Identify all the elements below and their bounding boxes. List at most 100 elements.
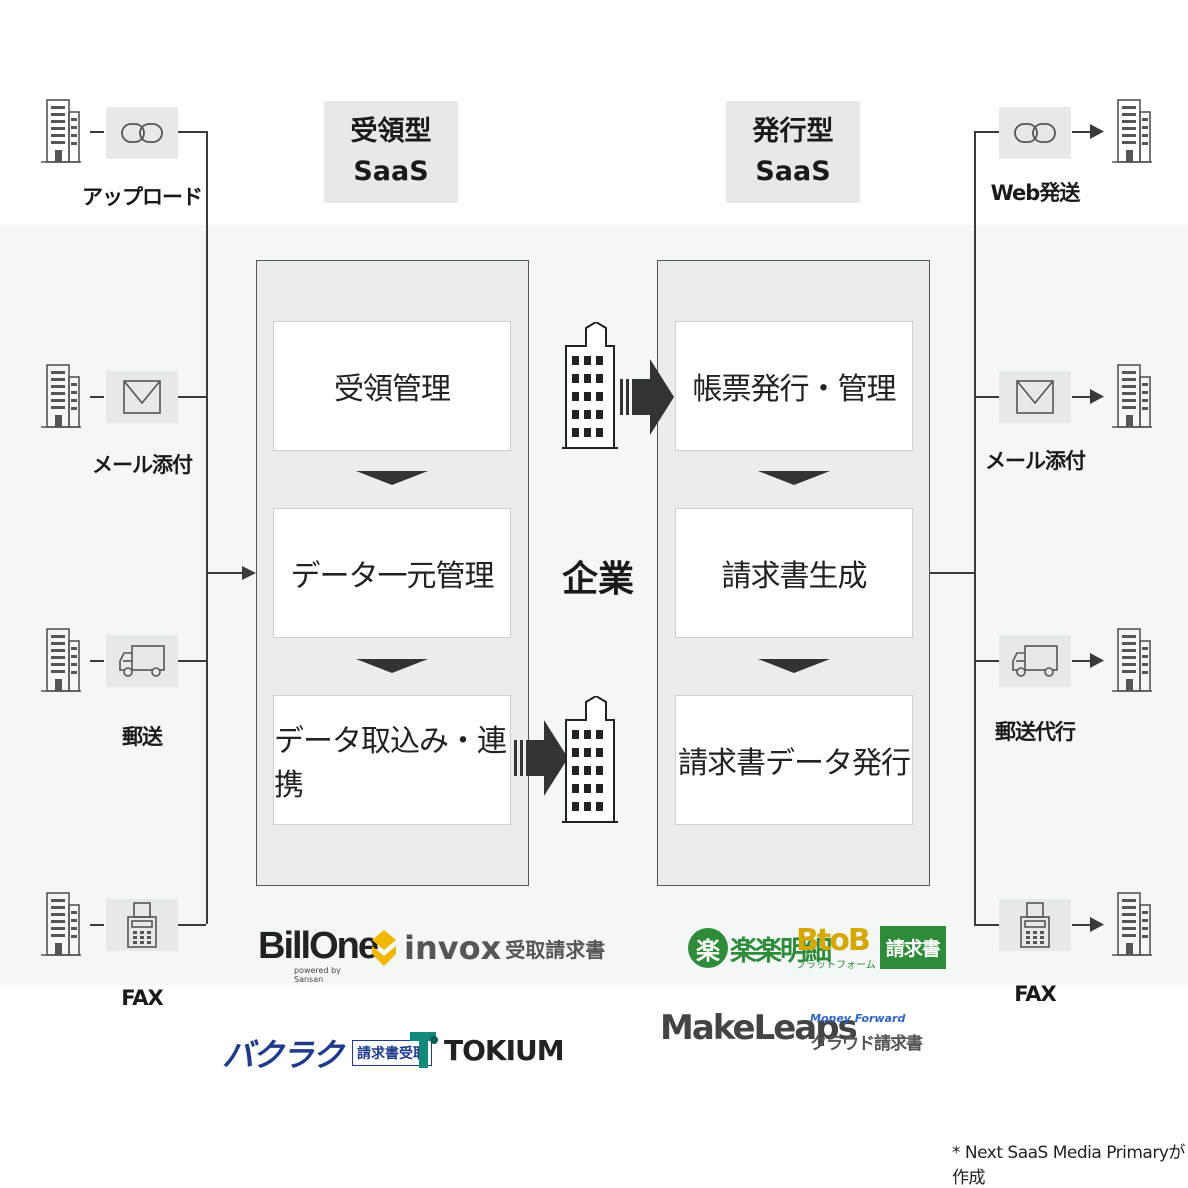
right-channel-label: Web発送 — [990, 181, 1081, 205]
receive-step: データ一元管理 — [273, 508, 511, 638]
issue-step: 帳票発行・管理 — [675, 321, 913, 451]
btob-logo: BtoB プラットフォーム 請求書 — [796, 926, 946, 971]
billone-logo-subtext: powered by Sansan — [294, 966, 341, 984]
right-channel-label: 郵送代行 — [995, 720, 1076, 744]
arrow-to-issue-icon — [620, 359, 674, 435]
building-icon — [1112, 99, 1152, 163]
moneyforward-logo-subtext: クラウド請求書 — [810, 1034, 923, 1054]
receive-type-title: 受領型 — [350, 116, 432, 147]
tokium-logo-text: TOKIUM — [444, 1033, 565, 1067]
bakuraku-logo-badge: 請求書受取 — [352, 1040, 433, 1066]
arrow-right-icon — [1090, 124, 1104, 139]
bakuraku-logo-text: バクラク — [222, 1036, 344, 1074]
left-connector — [90, 131, 104, 133]
footnote: * Next SaaS Media Primaryが作成 — [952, 1143, 1185, 1188]
company-building-icon — [562, 696, 618, 823]
issue-type-header: 発行型 SaaS — [726, 101, 860, 203]
right-channel-label: FAX — [1014, 982, 1056, 1006]
billone-logo: BillOne powered by Sansan — [258, 925, 379, 984]
building-icon — [41, 99, 81, 163]
chevron-down-icon — [356, 471, 428, 485]
truck-icon — [1012, 645, 1058, 677]
bakuraku-logo: バクラク 請求書受取 — [222, 1030, 433, 1076]
rakurakumeisai-badge: 楽 — [688, 928, 728, 968]
receive-type-subtitle: SaaS — [353, 156, 429, 187]
tokium-logo: TOKIUM — [410, 1030, 565, 1070]
right-arrow-line — [1072, 131, 1092, 133]
left-connector — [178, 660, 206, 662]
arrow-right-icon — [1090, 389, 1104, 404]
chevron-down-icon — [758, 471, 830, 485]
building-icon — [1112, 892, 1152, 956]
btob-logo-subtext: プラットフォーム — [796, 960, 876, 971]
issue-type-title: 発行型 — [752, 116, 834, 147]
link-channel-tile — [106, 107, 178, 159]
building-icon — [41, 628, 81, 692]
left-channel-label: アップロード — [82, 185, 203, 209]
invox-logo-text: invox — [404, 929, 502, 967]
left-vertical-connector — [206, 131, 208, 924]
btob-logo-badge: 請求書 — [879, 926, 946, 969]
tokium-mark-icon — [410, 1032, 438, 1068]
truck-channel-tile — [106, 635, 178, 687]
receive-type-header: 受領型 SaaS — [324, 101, 458, 203]
truck-icon — [119, 645, 165, 677]
left-channel-label: FAX — [121, 986, 163, 1010]
left-connector — [90, 924, 104, 926]
makeleaps-logo: MakeLeaps — [660, 1008, 858, 1048]
issue-step: 請求書データ発行 — [675, 695, 913, 825]
issue-step: 請求書生成 — [675, 508, 913, 638]
arrow-right-icon — [1090, 917, 1104, 932]
building-icon — [41, 892, 81, 956]
invox-logo: invox 受取請求書 — [370, 928, 605, 968]
billone-logo-text: BillOne — [258, 925, 379, 967]
receive-step: 受領管理 — [273, 321, 511, 451]
arrow-right-icon — [1090, 653, 1104, 668]
link-channel-tile — [999, 107, 1071, 159]
mail-channel-tile — [999, 371, 1071, 423]
left-connector — [178, 131, 206, 133]
left-connector — [178, 924, 206, 926]
invox-mark-icon — [372, 930, 396, 966]
fax-icon — [1020, 902, 1050, 948]
fax-channel-tile — [999, 899, 1071, 951]
chevron-down-icon — [758, 659, 830, 673]
right-connector — [974, 396, 1000, 398]
link-icon — [121, 123, 163, 143]
envelope-icon — [123, 380, 161, 414]
right-arrow-line — [1072, 660, 1092, 662]
moneyforward-logo-text: Money Forward — [810, 1012, 906, 1025]
building-icon — [1112, 364, 1152, 428]
receive-step: データ取込み・連携 — [273, 695, 511, 825]
panel-to-right-connector — [930, 572, 974, 574]
fax-icon — [127, 902, 157, 948]
rakurakumeisai-logo-text: 楽楽明細 — [730, 935, 832, 967]
makeleaps-logo-text: MakeLeaps — [660, 1008, 858, 1048]
left-connector — [178, 396, 206, 398]
envelope-icon — [1016, 380, 1054, 414]
truck-channel-tile — [999, 635, 1071, 687]
issue-type-subtitle: SaaS — [755, 156, 831, 187]
right-vertical-connector — [974, 131, 976, 924]
invox-logo-subtext: 受取請求書 — [505, 937, 606, 962]
rakurakumeisai-logo: 楽 楽楽明細 — [688, 928, 832, 968]
right-channel-label: メール添付 — [985, 449, 1086, 473]
left-channel-label: 郵送 — [122, 725, 163, 749]
chevron-down-icon — [356, 659, 428, 673]
company-label: 企業 — [562, 559, 635, 600]
company-building-icon — [562, 322, 618, 449]
right-arrow-line — [1072, 396, 1092, 398]
right-arrow-line — [1072, 924, 1092, 926]
arrow-to-company-icon — [514, 720, 568, 796]
arrow-right-icon — [242, 566, 256, 580]
fax-channel-tile — [106, 899, 178, 951]
left-connector — [90, 660, 104, 662]
link-icon — [1014, 123, 1056, 143]
right-connector — [974, 924, 1000, 926]
mail-channel-tile — [106, 371, 178, 423]
left-channel-label: メール添付 — [92, 453, 193, 477]
left-to-panel-connector — [206, 572, 246, 574]
right-connector — [974, 131, 1000, 133]
left-connector — [90, 396, 104, 398]
moneyforward-logo: Money Forward クラウド請求書 — [810, 1012, 923, 1054]
